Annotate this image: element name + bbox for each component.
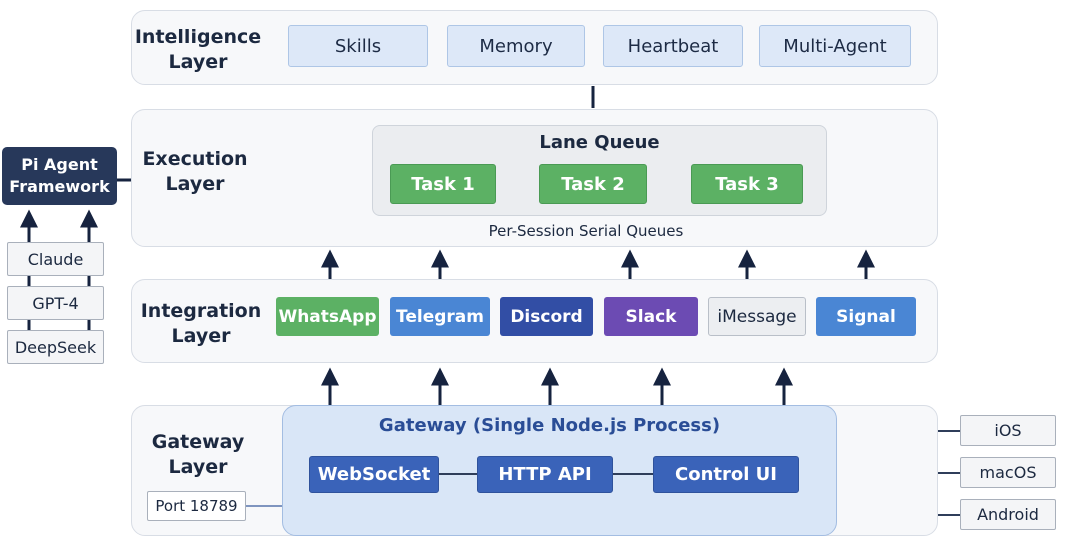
channel-whatsapp[interactable]: WhatsApp — [276, 297, 379, 336]
gateway-title-line2: Layer — [168, 456, 228, 478]
channel-slack[interactable]: Slack — [604, 297, 698, 336]
skills-box[interactable]: Skills — [288, 25, 428, 67]
intelligence-title-line1: Intelligence — [134, 26, 262, 48]
integration-title-line1: Integration — [140, 300, 262, 322]
http-api-button[interactable]: HTTP API — [477, 456, 613, 493]
heartbeat-box[interactable]: Heartbeat — [603, 25, 743, 67]
execution-title-line1: Execution — [142, 148, 248, 170]
pi-agent-line1: Pi Agent — [21, 155, 98, 174]
integration-layer-title: Integration Layer — [140, 299, 262, 349]
model-gpt4[interactable]: GPT-4 — [7, 286, 104, 320]
pi-agent-line2: Framework — [9, 177, 110, 196]
channel-discord[interactable]: Discord — [500, 297, 593, 336]
gateway-title-line1: Gateway — [151, 431, 245, 453]
lane-queue-title: Lane Queue — [539, 132, 660, 153]
task-1[interactable]: Task 1 — [390, 164, 496, 204]
execution-caption: Per-Session Serial Queues — [488, 222, 684, 240]
macos-connector — [938, 472, 960, 474]
client-android[interactable]: Android — [960, 499, 1056, 530]
channel-telegram[interactable]: Telegram — [390, 297, 490, 336]
websocket-button[interactable]: WebSocket — [309, 456, 439, 493]
client-ios[interactable]: iOS — [960, 415, 1056, 446]
intelligence-layer-title: Intelligence Layer — [133, 25, 263, 75]
execution-title-line2: Layer — [165, 173, 225, 195]
task-2[interactable]: Task 2 — [539, 164, 647, 204]
port-connector — [246, 505, 282, 507]
channel-imessage[interactable]: iMessage — [708, 297, 806, 336]
execution-layer-title: Execution Layer — [140, 147, 250, 197]
websocket-http-connector — [439, 473, 477, 475]
android-connector — [938, 514, 960, 516]
memory-box[interactable]: Memory — [447, 25, 585, 67]
integration-title-line2: Layer — [171, 325, 231, 347]
channel-signal[interactable]: Signal — [816, 297, 916, 336]
port-label-box: Port 18789 — [147, 491, 246, 521]
gateway-layer-title: Gateway Layer — [142, 430, 254, 480]
multi-agent-box[interactable]: Multi-Agent — [759, 25, 911, 67]
gateway-process-title: Gateway (Single Node.js Process) — [378, 415, 721, 436]
pi-agent-framework-box[interactable]: Pi Agent Framework — [2, 147, 117, 205]
control-ui-button[interactable]: Control UI — [653, 456, 799, 493]
ios-connector — [938, 430, 960, 432]
client-macos[interactable]: macOS — [960, 457, 1056, 488]
model-deepseek[interactable]: DeepSeek — [7, 330, 104, 364]
model-claude[interactable]: Claude — [7, 242, 104, 276]
task-3[interactable]: Task 3 — [691, 164, 803, 204]
http-controlui-connector — [613, 473, 653, 475]
intelligence-title-line2: Layer — [168, 51, 228, 73]
